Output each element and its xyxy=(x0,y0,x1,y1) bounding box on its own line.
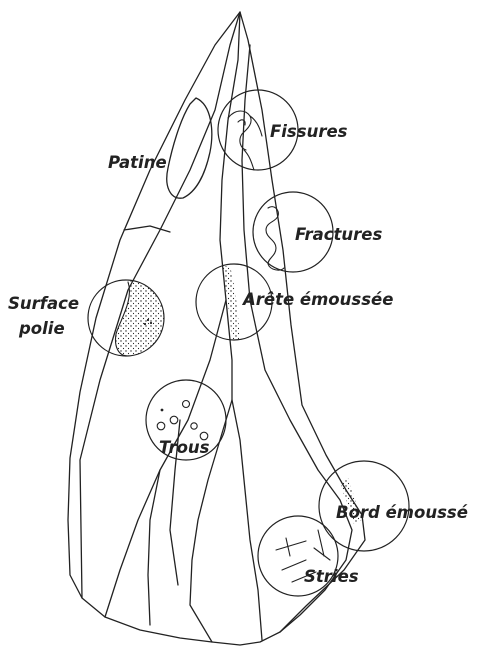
label-fractures: Fractures xyxy=(295,225,382,244)
labels: Fissures Patine Fractures Surface polie … xyxy=(8,122,468,586)
label-surface-polie-line2: polie xyxy=(18,319,65,338)
label-fissures: Fissures xyxy=(270,122,348,141)
label-arete-emoussee: Arête émoussée xyxy=(241,290,393,309)
label-stries: Stries xyxy=(304,567,359,586)
trous-detail xyxy=(157,401,208,440)
surface-polie-detail xyxy=(116,276,171,360)
label-surface-polie-line1: Surface xyxy=(8,294,79,313)
label-bord-emousse: Bord émoussé xyxy=(336,503,468,522)
label-patine: Patine xyxy=(108,153,167,172)
label-trous: Trous xyxy=(159,438,210,457)
blade-outline xyxy=(68,12,365,645)
